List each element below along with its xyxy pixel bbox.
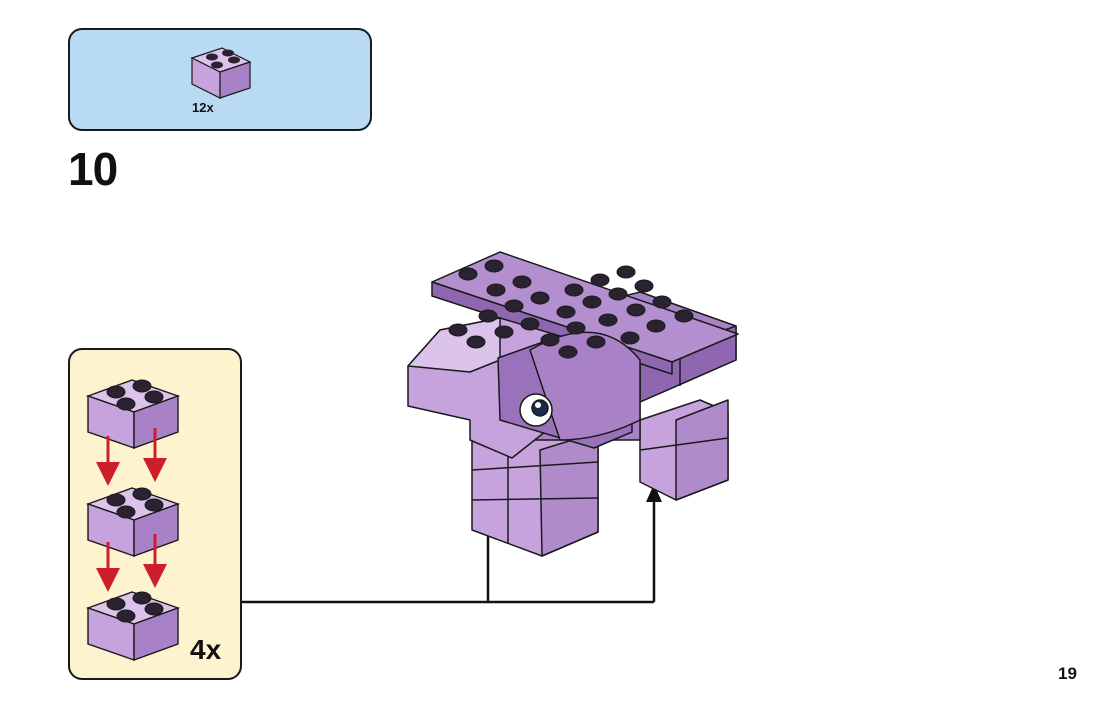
parts-quantity: 12x (192, 100, 214, 115)
step-number: 10 (68, 143, 118, 195)
page-number: 19 (1058, 664, 1077, 683)
assembly-arrows (96, 428, 167, 592)
subassembly-quantity: 4x (190, 634, 222, 665)
